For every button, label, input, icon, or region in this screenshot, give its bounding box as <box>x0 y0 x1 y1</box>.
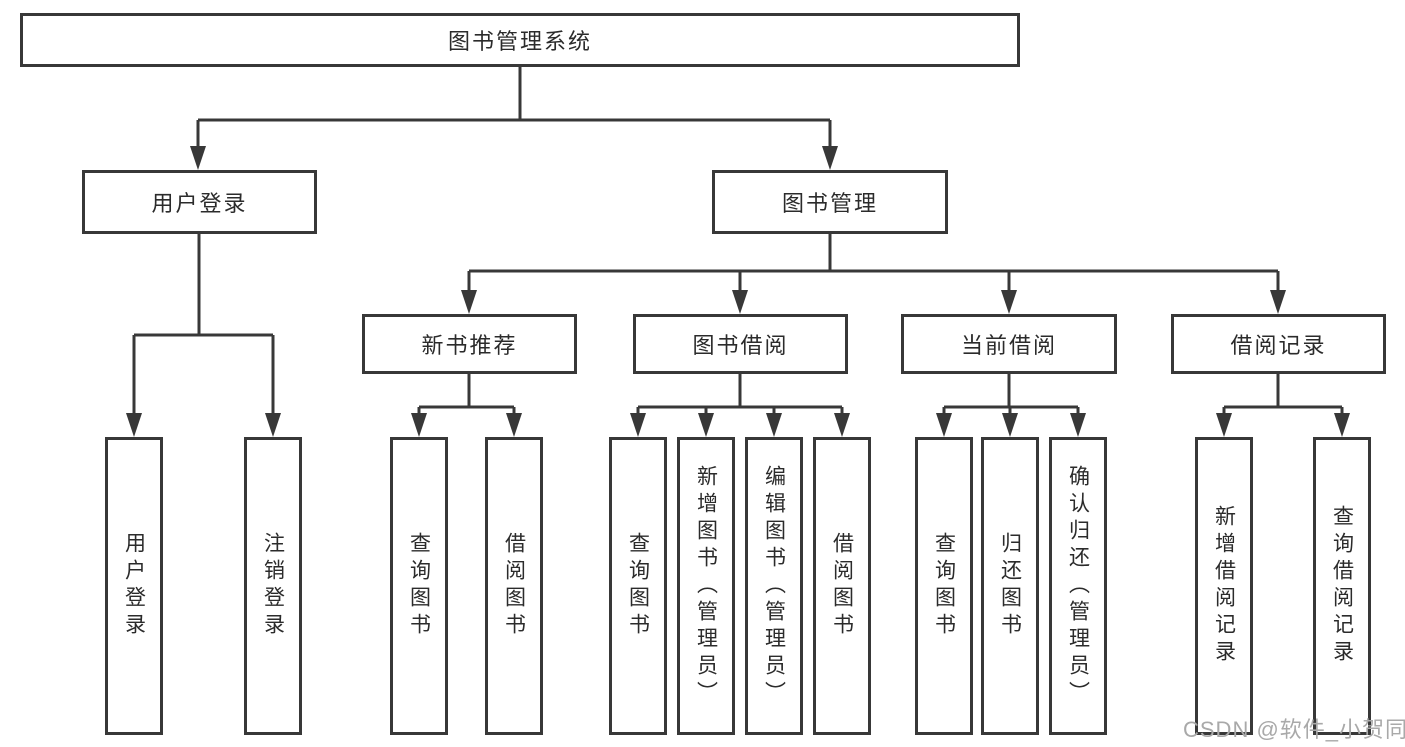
node-book-borrow: 图书借阅 <box>633 314 848 374</box>
node-borrow-record: 借阅记录 <box>1171 314 1386 374</box>
leaf-borrow-books: 借阅图书 <box>813 437 871 735</box>
node-root-label: 图书管理系统 <box>447 29 592 54</box>
connector-borrow-record-to-leaves <box>1216 374 1350 437</box>
connector-book-management-to-level3 <box>461 234 1286 314</box>
connector-current-borrow-to-leaves <box>936 374 1086 437</box>
node-book-management-label: 图书管理 <box>781 191 878 216</box>
node-book-borrow-label: 图书借阅 <box>692 333 789 358</box>
node-new-book-recommend-label: 新书推荐 <box>421 333 518 358</box>
leaf-borrow-books-recommend-label: 借阅图书 <box>502 532 526 640</box>
connector-root-to-level2 <box>190 67 838 170</box>
leaf-query-books-current: 查询图书 <box>915 437 973 735</box>
leaf-query-books-current-label: 查询图书 <box>932 532 956 640</box>
node-user-login-label: 用户登录 <box>151 191 248 216</box>
leaf-user-login: 用户登录 <box>105 437 163 735</box>
node-user-login: 用户登录 <box>82 170 317 234</box>
connector-book-borrow-to-leaves <box>630 374 850 437</box>
leaf-confirm-return-admin: 确认归还（管理员） <box>1049 437 1107 735</box>
csdn-watermark: CSDN @软件_小贺同学 <box>1183 717 1405 742</box>
leaf-logout: 注销登录 <box>244 437 302 735</box>
node-borrow-record-label: 借阅记录 <box>1230 333 1327 358</box>
leaf-add-borrow-record: 新增借阅记录 <box>1195 437 1253 735</box>
leaf-edit-book-admin: 编辑图书（管理员） <box>745 437 803 735</box>
leaf-query-books-borrow: 查询图书 <box>609 437 667 735</box>
leaf-return-book-label: 归还图书 <box>998 532 1022 640</box>
leaf-add-book-admin-label: 新增图书（管理员） <box>694 464 718 708</box>
node-new-book-recommend: 新书推荐 <box>362 314 577 374</box>
leaf-borrow-books-label: 借阅图书 <box>830 532 854 640</box>
node-book-management: 图书管理 <box>712 170 948 234</box>
leaf-borrow-books-recommend: 借阅图书 <box>485 437 543 735</box>
node-current-borrow-label: 当前借阅 <box>960 333 1057 358</box>
leaf-return-book: 归还图书 <box>981 437 1039 735</box>
node-current-borrow: 当前借阅 <box>901 314 1117 374</box>
leaf-query-borrow-record: 查询借阅记录 <box>1313 437 1371 735</box>
node-root-system: 图书管理系统 <box>20 13 1020 67</box>
connector-new-book-recommend-to-leaves <box>411 374 522 437</box>
leaf-logout-label: 注销登录 <box>261 532 285 640</box>
leaf-add-book-admin: 新增图书（管理员） <box>677 437 735 735</box>
leaf-edit-book-admin-label: 编辑图书（管理员） <box>762 464 786 708</box>
connector-user-login-to-leaves <box>126 234 281 437</box>
leaf-confirm-return-admin-label: 确认归还（管理员） <box>1066 464 1090 708</box>
leaf-query-borrow-record-label: 查询借阅记录 <box>1330 505 1354 667</box>
leaf-query-books-recommend: 查询图书 <box>390 437 448 735</box>
leaf-user-login-label: 用户登录 <box>122 532 146 640</box>
leaf-add-borrow-record-label: 新增借阅记录 <box>1212 505 1236 667</box>
leaf-query-books-borrow-label: 查询图书 <box>626 532 650 640</box>
leaf-query-books-recommend-label: 查询图书 <box>407 532 431 640</box>
